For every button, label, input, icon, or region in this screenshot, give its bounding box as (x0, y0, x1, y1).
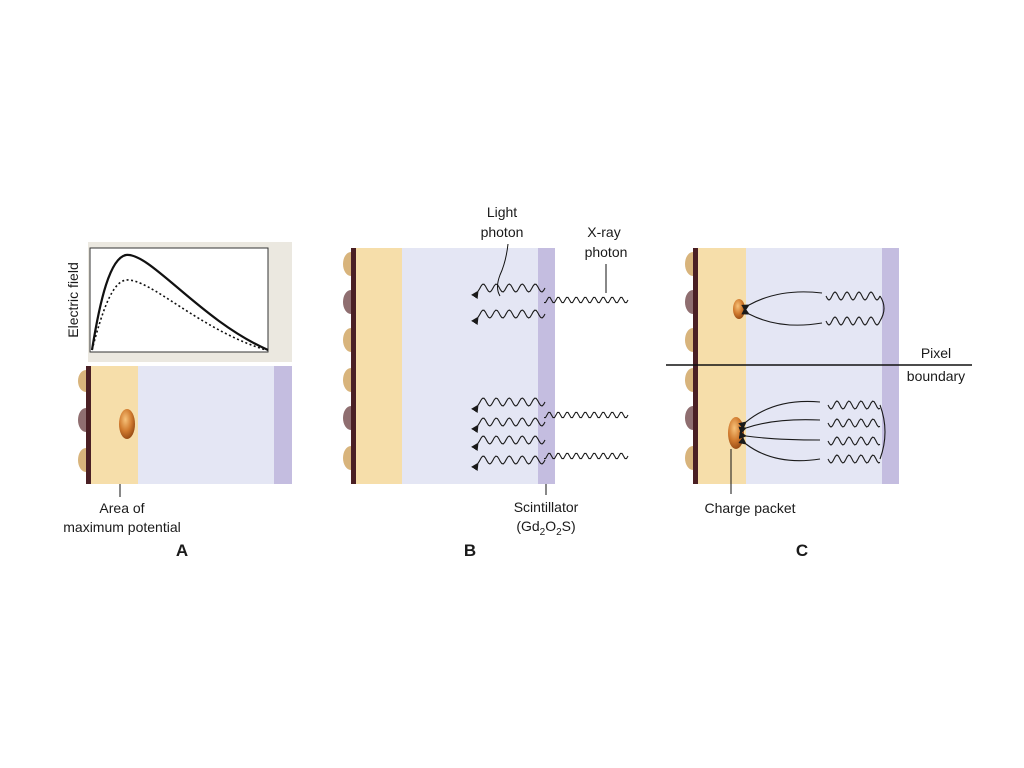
xray-label-line2: photon (585, 244, 628, 260)
electric-field-graph: Electric field (65, 242, 292, 362)
xray-label-line1: X-ray (587, 224, 620, 240)
electrode-strip (693, 248, 698, 484)
charge-label: Charge packet (704, 500, 795, 516)
gate-electrode-icon (685, 252, 693, 276)
light-photon-wave (471, 309, 546, 326)
charge-collect-arrow (738, 436, 821, 462)
substrate (138, 366, 274, 484)
area-label-line2: maximum potential (63, 519, 181, 535)
light-photon-wave (827, 436, 881, 446)
depletion-region (698, 248, 746, 484)
field-curve-dotted (91, 279, 267, 351)
charge-collect-arrow (738, 419, 821, 434)
light-photon-wave (471, 455, 546, 472)
scint-formula: (Gd2O2S) (516, 518, 575, 538)
area-label-line1: Area of (99, 500, 144, 516)
light-photon-wave (827, 400, 881, 410)
light-photon-wave (471, 397, 546, 414)
substrate (402, 248, 538, 484)
pixel-label-line1: Pixel (921, 345, 951, 361)
light-label-line1: Light (487, 204, 517, 220)
scintillator-layer (882, 248, 899, 484)
light-photon-wave (471, 435, 546, 452)
wave-bracket (879, 295, 885, 322)
gate-electrode-icon (343, 368, 351, 392)
xray-photon-wave (544, 452, 629, 460)
gate-electrode-icon (78, 408, 86, 432)
light-photon-wave (827, 454, 881, 464)
photon-waves-c (825, 291, 886, 464)
device-b (343, 248, 555, 484)
gate-electrode-icon (685, 446, 693, 470)
xray-photon-wave (544, 411, 629, 419)
electrode-strip (351, 248, 356, 484)
panel-b: Light photon X-ray photon Scintillator (… (343, 204, 629, 560)
wave-bracket (879, 404, 886, 460)
gate-electrode-icon (685, 406, 693, 430)
light-photon-wave (825, 291, 881, 301)
gate-electrode-icon (343, 406, 351, 430)
panel-letter-a: A (176, 541, 188, 560)
scintillator-layer (274, 366, 292, 484)
scint-label-line1: Scintillator (514, 499, 579, 515)
gate-electrode-icon (343, 328, 351, 352)
scintillator-layer (538, 248, 555, 484)
xray-photon-group (544, 296, 629, 460)
panel-letter-b: B (464, 541, 476, 560)
light-photon-group (471, 283, 546, 472)
gate-electrode-icon (343, 290, 351, 314)
gate-electrode-icon (685, 328, 693, 352)
substrate (746, 248, 882, 484)
panel-a: Electric field Area of maximum potential… (63, 242, 292, 560)
panel-c: Pixel boundary Charge packet C (666, 248, 972, 560)
gate-electrode-icon (78, 448, 86, 472)
gate-electrode-icon (78, 370, 86, 392)
charge-packet-icon (119, 409, 135, 439)
charge-packet-icon (728, 417, 744, 449)
depletion-region (356, 248, 402, 484)
electrode-strip (86, 366, 91, 484)
light-pointer-line (497, 243, 509, 297)
light-photon-wave (471, 283, 546, 300)
charge-arrows-c (738, 291, 823, 462)
charge-packet-icon (733, 299, 745, 319)
light-photon-wave (825, 316, 881, 326)
charge-collect-arrow (741, 307, 823, 326)
light-photon-wave (471, 417, 546, 434)
device-a (78, 366, 292, 484)
panel-letter-c: C (796, 541, 808, 560)
gate-electrode-icon (685, 368, 693, 392)
gate-electrode-icon (343, 252, 351, 276)
gate-electrode-icon (685, 290, 693, 314)
graph-ylabel: Electric field (65, 262, 81, 337)
charge-collect-arrow (738, 431, 821, 441)
pixel-label-line2: boundary (907, 368, 965, 384)
light-label-line2: photon (481, 224, 524, 240)
device-c (685, 248, 899, 484)
gate-electrode-icon (343, 446, 351, 470)
xray-photon-wave (544, 296, 629, 304)
charge-collect-arrow (741, 291, 823, 312)
charge-collect-arrow (738, 400, 821, 430)
light-photon-wave (827, 418, 881, 428)
field-curve-solid (90, 253, 269, 352)
